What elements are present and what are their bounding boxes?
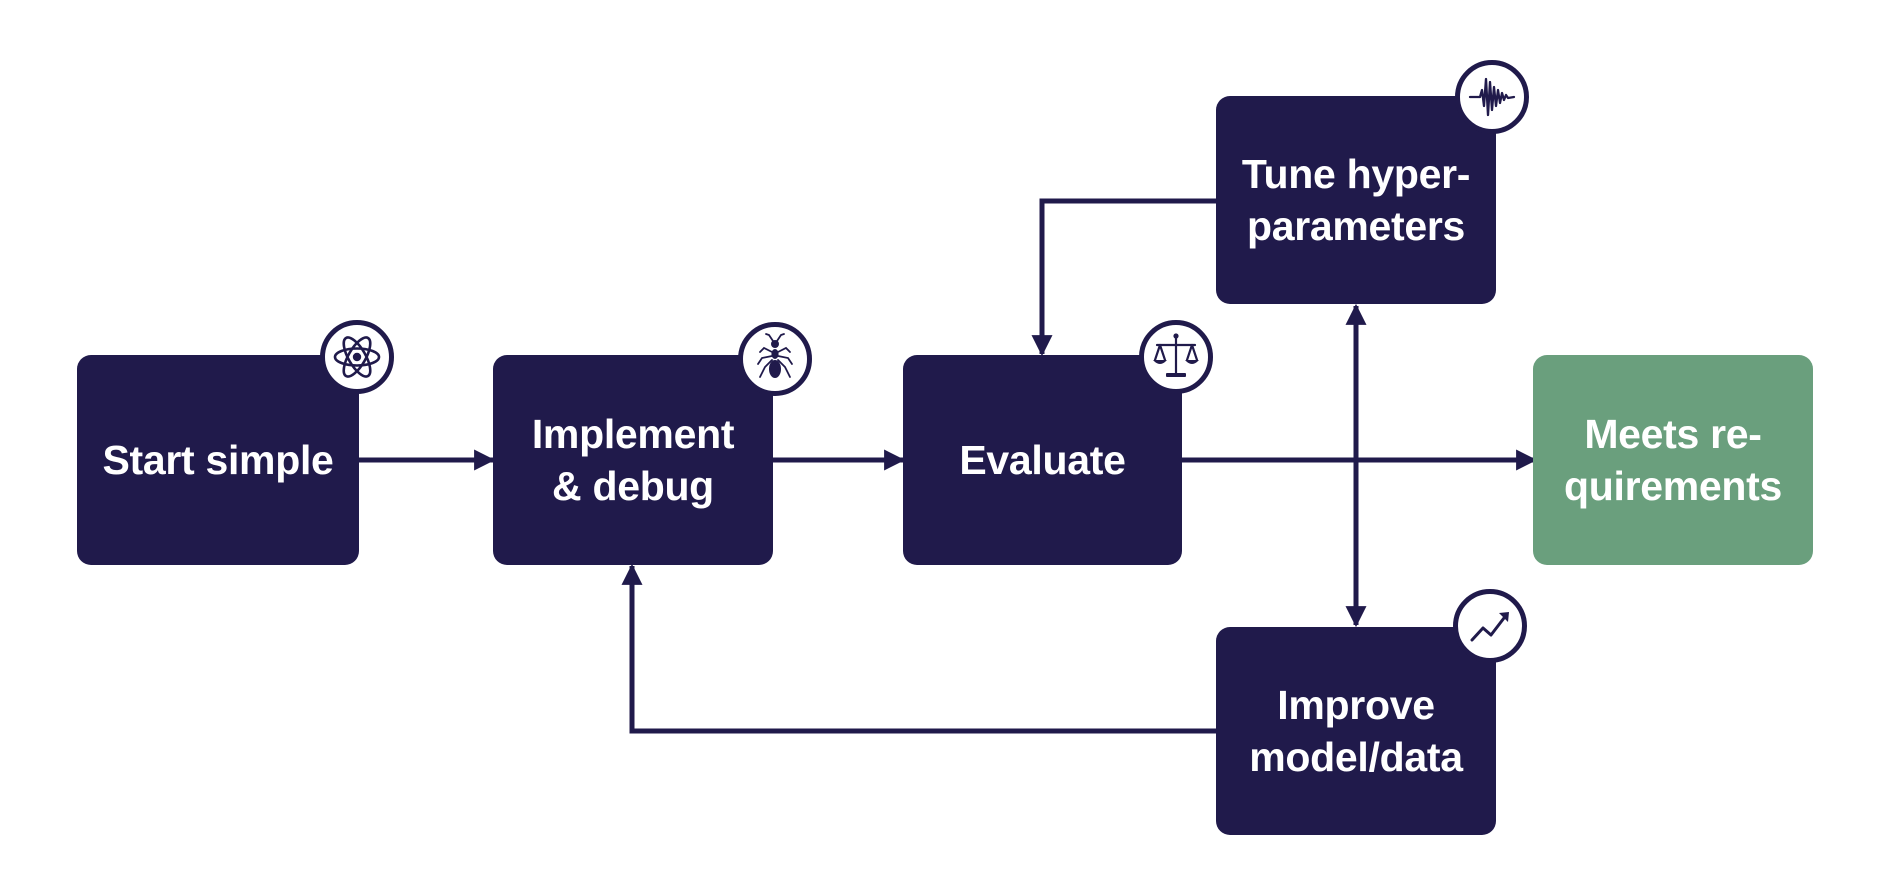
node-tune-hyperparameters[interactable]: Tune hyper- parameters (1216, 96, 1496, 304)
node-start-simple[interactable]: Start simple (77, 355, 359, 565)
node-improve-model-data-label: Improve model/data (1249, 682, 1463, 780)
node-start-simple-label: Start simple (102, 437, 334, 483)
node-meets-requirements[interactable]: Meets re- quirements (1533, 355, 1813, 565)
edge-tune-to-evaluate (1031, 198, 1216, 357)
node-improve-model-data[interactable]: Improve model/data (1216, 627, 1496, 835)
node-implement-debug-label: Implement & debug (531, 411, 735, 509)
node-evaluate-label: Evaluate (959, 437, 1126, 483)
ant-icon (738, 322, 812, 396)
node-implement-debug[interactable]: Implement & debug (493, 355, 773, 565)
edge-improve-to-implement (621, 563, 1216, 734)
node-tune-hyperparameters-label: Tune hyper- parameters (1241, 151, 1471, 249)
trend-up-icon (1453, 589, 1527, 663)
waveform-icon (1455, 60, 1529, 134)
atom-icon (320, 320, 394, 394)
node-meets-requirements-label: Meets re- quirements (1564, 411, 1782, 509)
node-evaluate[interactable]: Evaluate (903, 355, 1182, 565)
scales-icon (1139, 320, 1213, 394)
